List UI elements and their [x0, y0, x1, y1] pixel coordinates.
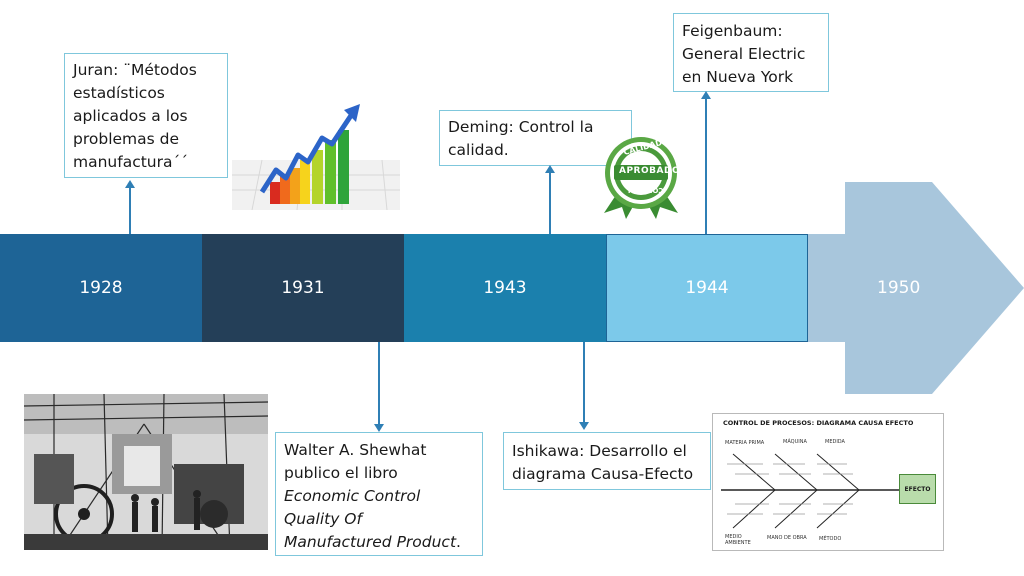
shewhart-book-title: Economic Control Quality Of Manufactured…	[284, 487, 457, 551]
year-label-1943: 1943	[483, 278, 527, 298]
year-label-1928: 1928	[79, 278, 123, 298]
timeline-segment-1944: 1944	[606, 234, 808, 342]
ishikawa-arrowhead	[579, 422, 589, 430]
juran-box: Juran: ¨Métodos estadísticos aplicados a…	[64, 53, 228, 178]
timeline-segment-1943: 1943	[404, 234, 606, 342]
shewhart-text-suffix: .	[456, 533, 461, 551]
cause-materia-prima: MATERIA PRIMA	[725, 440, 765, 446]
year-label-1944: 1944	[685, 278, 729, 298]
fishbone-title: CONTROL DE PROCESOS: DIAGRAMA CAUSA EFEC…	[723, 419, 914, 427]
quality-seal-icon	[604, 137, 678, 219]
feigenbaum-connector	[705, 98, 707, 234]
shewhart-box: Walter A. Shewhat publico el libro Econo…	[275, 432, 483, 556]
effect-box: EFECTO	[899, 474, 936, 504]
seal-middle-text: APROBADO	[619, 166, 681, 176]
ishikawa-box: Ishikawa: Desarrollo el diagrama Causa-E…	[503, 432, 711, 490]
juran-arrowhead	[125, 180, 135, 188]
juran-connector	[129, 188, 131, 234]
feigenbaum-arrowhead	[701, 91, 711, 99]
year-label-1950: 1950	[877, 278, 921, 298]
year-label-1931: 1931	[281, 278, 325, 298]
shewhart-arrowhead	[374, 424, 384, 432]
timeline-segment-1931: 1931	[202, 234, 404, 342]
timeline-segment-1928: 1928	[0, 234, 202, 342]
ishikawa-connector	[583, 342, 585, 422]
feigenbaum-box: Feigenbaum: General Electric en Nueva Yo…	[673, 13, 829, 92]
cause-metodo: MÉTODO	[819, 536, 842, 542]
deming-text: Deming: Control la calidad.	[448, 118, 594, 159]
cause-medio-ambiente: MEDIO AMBIENTE	[725, 534, 751, 546]
cause-mano-de-obra: MANO DE OBRA	[767, 535, 807, 541]
juran-text: Juran: ¨Métodos estadísticos aplicados a…	[73, 61, 197, 171]
fishbone-diagram: CONTROL DE PROCESOS: DIAGRAMA CAUSA EFEC…	[712, 413, 944, 551]
shewhart-connector	[378, 342, 380, 424]
ishikawa-text: Ishikawa: Desarrollo el diagrama Causa-E…	[512, 442, 694, 483]
fishbone-lines	[721, 453, 899, 529]
cause-medida: MEDIDA	[825, 439, 845, 445]
deming-connector	[549, 172, 551, 234]
effect-label: EFECTO	[904, 485, 931, 493]
deming-arrowhead	[545, 165, 555, 173]
shewhart-text-prefix: Walter A. Shewhat publico el libro	[284, 441, 427, 482]
timeline-arrow-shape	[808, 182, 1024, 394]
feigenbaum-text: Feigenbaum: General Electric en Nueva Yo…	[682, 22, 806, 86]
growth-chart-icon	[232, 104, 400, 210]
deming-box: Deming: Control la calidad.	[439, 110, 632, 166]
factory-engraving-image	[24, 394, 268, 550]
timeline-arrow-head	[808, 182, 1024, 394]
cause-maquina: MÁQUINA	[783, 439, 807, 445]
